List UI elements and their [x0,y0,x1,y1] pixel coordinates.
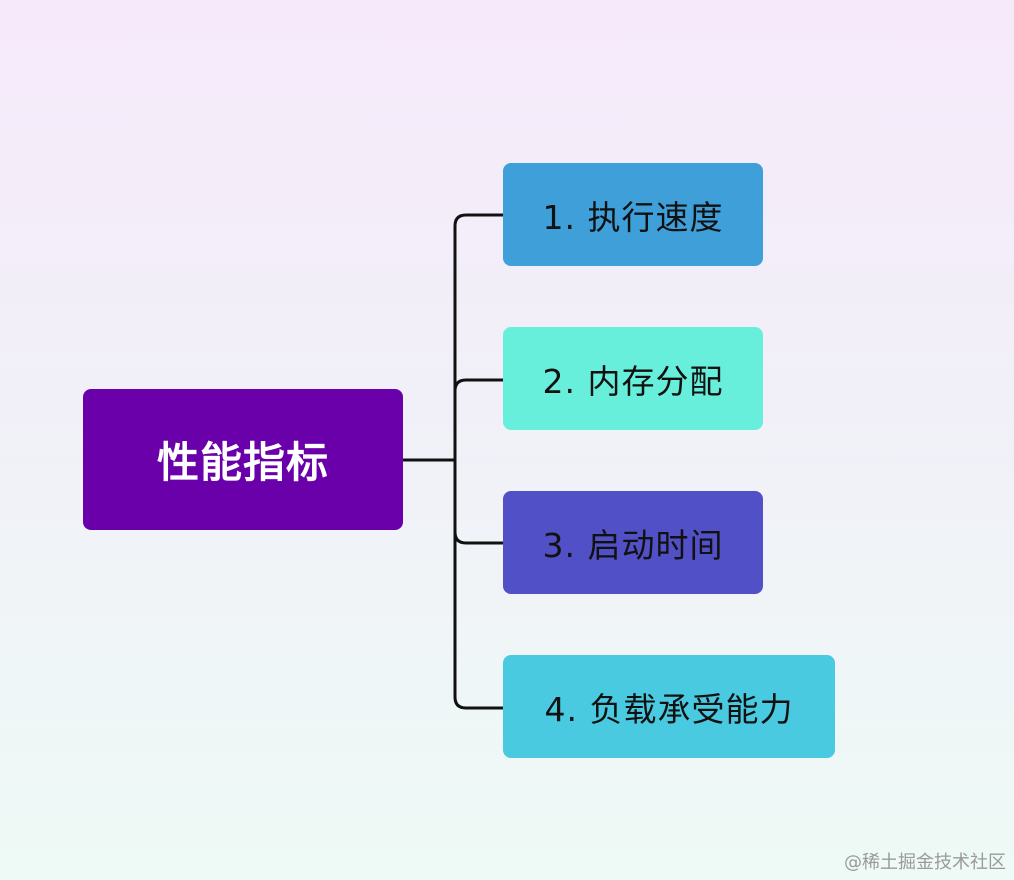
child-node-memory-allocation: 2. 内存分配 [503,327,763,430]
child-node-label: 1. 执行速度 [542,197,724,237]
child-node-label: 3. 启动时间 [542,525,724,565]
child-node-label: 4. 负载承受能力 [544,689,794,729]
connector-spine [453,213,467,710]
root-node: 性能指标 [83,389,403,530]
connector-branch-2 [453,378,503,392]
child-node-startup-time: 3. 启动时间 [503,491,763,594]
watermark-text: @稀土掘金技术社区 [844,852,1006,873]
child-node-execution-speed: 1. 执行速度 [503,163,763,266]
child-node-load-capacity: 4. 负载承受能力 [503,655,835,758]
child-node-label: 2. 内存分配 [542,361,724,401]
root-node-label: 性能指标 [156,438,329,487]
connector-branch-3 [453,531,503,545]
